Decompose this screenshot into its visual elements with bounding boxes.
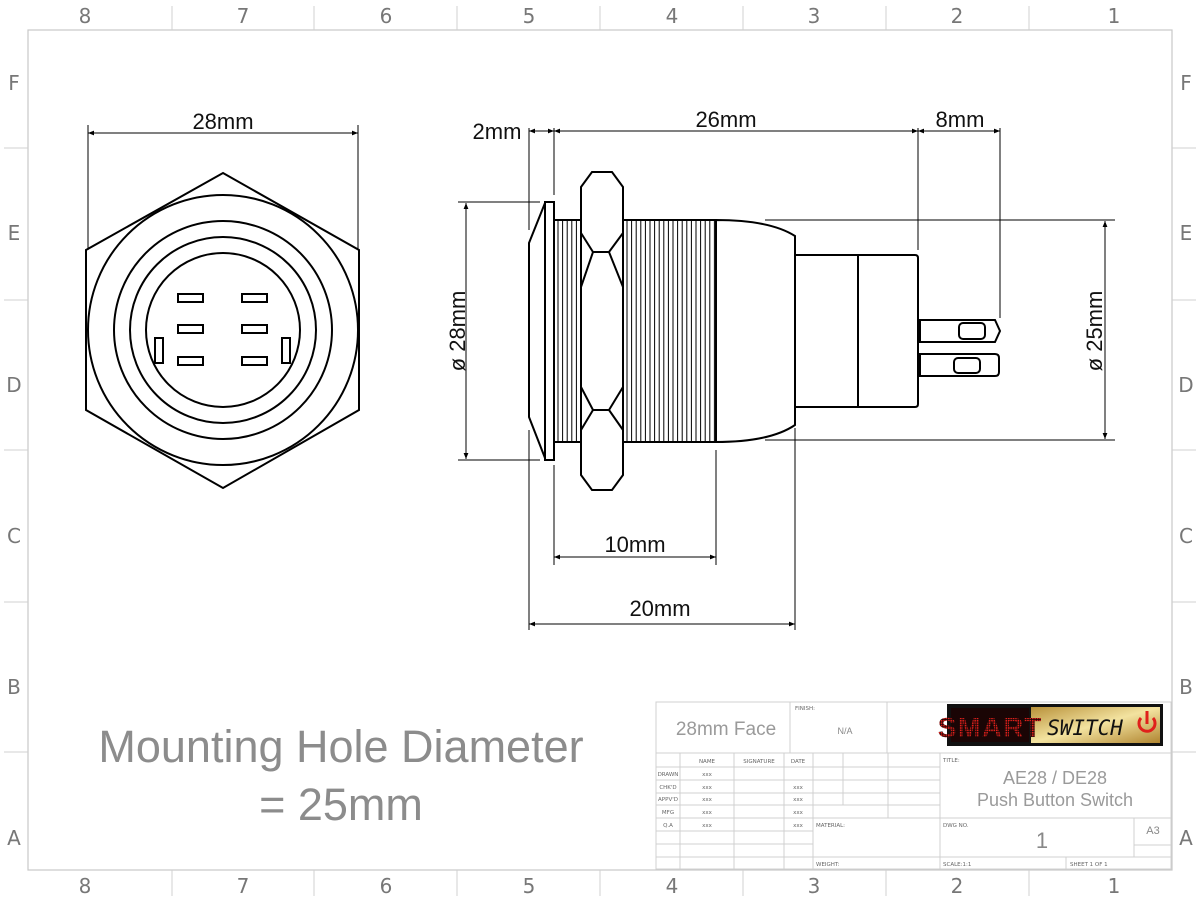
dimension-lines (463, 128, 1108, 627)
sheet-label: SHEET 1 OF 1 (1070, 862, 1108, 868)
sheet-size: A3 (1146, 825, 1159, 837)
zone-row: A (7, 826, 21, 850)
front-view: 28mm (85, 109, 360, 490)
zone-labels-right: F E D C B A (1178, 71, 1193, 850)
face-size: 28mm Face (676, 719, 776, 740)
dim-body-length: 26mm (695, 107, 756, 132)
row-role: Q.A (663, 823, 673, 829)
dim-bezel-diameter: ø 28mm (445, 291, 470, 372)
weight-label: WEIGHT: (816, 862, 840, 868)
dim-terminal-length: 8mm (936, 107, 985, 132)
zone-row: D (1178, 373, 1193, 397)
dim-thread-length: 10mm (604, 532, 665, 557)
power-icon (1137, 711, 1157, 733)
row-date: xxx (793, 810, 804, 816)
dim-overall-length: 20mm (629, 596, 690, 621)
switch-housing (794, 254, 919, 408)
row-name: xxx (702, 785, 713, 791)
zone-row: B (1179, 675, 1193, 699)
bezel-chamfer (528, 202, 546, 459)
row-role: CHK'D (659, 785, 676, 791)
side-view: 2mm 26mm 8mm ø 28mm ø 25mm 10mm 20mm (445, 107, 1115, 630)
row-role: APPV'D (658, 797, 678, 803)
logo-word-switch: SWITCH (1047, 716, 1123, 740)
button-face (145, 252, 301, 408)
mounting-nut (580, 171, 624, 491)
scale-label: SCALE:1:1 (943, 862, 971, 868)
nut-facets (580, 232, 624, 431)
drawing-title-line1: AE28 / DE28 (1003, 768, 1107, 788)
dim-body-diameter: ø 25mm (1082, 291, 1107, 372)
zone-col: 7 (237, 4, 250, 28)
title-block: 28mm Face FINISH: N/A NAME SIGNATURE DAT… (655, 701, 1172, 870)
dim-bezel-thickness: 2mm (473, 119, 522, 144)
material-label: MATERIAL: (816, 823, 845, 829)
zone-col: 8 (79, 874, 92, 898)
finish-label: FINISH: (795, 706, 815, 712)
zone-col: 2 (951, 4, 964, 28)
zone-row: D (6, 373, 21, 397)
zone-row: F (1180, 71, 1192, 95)
dwg-label: DWG NO. (943, 823, 969, 829)
header-signature: SIGNATURE (743, 759, 775, 765)
row-role: DRAWN (658, 772, 679, 778)
rear-cap (715, 218, 796, 444)
logo-word-smart: SMART (938, 712, 1043, 743)
row-role: MFG (662, 810, 674, 816)
zone-col: 1 (1108, 874, 1121, 898)
zone-col: 3 (808, 874, 821, 898)
zone-row: E (8, 221, 21, 245)
header-name: NAME (699, 759, 716, 765)
zone-col: 8 (79, 4, 92, 28)
dim-face-width: 28mm (192, 109, 253, 134)
thread-lines (557, 221, 715, 441)
zone-row: C (7, 524, 21, 548)
zone-col: 4 (666, 4, 679, 28)
zone-row: E (1180, 221, 1193, 245)
header-date: DATE (791, 759, 806, 765)
zone-col: 6 (380, 874, 393, 898)
zone-labels-bottom: 8 7 6 5 4 3 2 1 (79, 874, 1121, 898)
zone-row: C (1179, 524, 1193, 548)
zone-labels-top: 8 7 6 5 4 3 2 1 (79, 4, 1121, 28)
zone-col: 1 (1108, 4, 1121, 28)
zone-row: B (7, 675, 21, 699)
drawing-title-line2: Push Button Switch (977, 790, 1133, 810)
row-name: xxx (702, 810, 713, 816)
dwg-number: 1 (1036, 828, 1048, 853)
row-date: xxx (793, 823, 804, 829)
zone-col: 3 (808, 4, 821, 28)
finish-value: N/A (837, 726, 852, 736)
row-name: xxx (702, 823, 713, 829)
terminal-slot (953, 357, 981, 374)
drawing-frame: 8 7 6 5 4 3 2 1 8 7 6 5 4 3 2 1 F E D C … (4, 4, 1196, 898)
zone-col: 5 (523, 874, 536, 898)
row-date: xxx (793, 797, 804, 803)
zone-col: 7 (237, 874, 250, 898)
bezel-flange (544, 201, 555, 461)
zone-row: F (8, 71, 20, 95)
title-label: TITLE: (942, 758, 960, 764)
pin-slots (154, 293, 291, 366)
row-name: xxx (702, 772, 713, 778)
mounting-note-line2: = 25mm (259, 779, 423, 830)
zone-col: 6 (380, 4, 393, 28)
row-name: xxx (702, 797, 713, 803)
row-date: xxx (793, 785, 804, 791)
zone-col: 5 (523, 4, 536, 28)
terminal-slot (958, 322, 986, 340)
zone-col: 2 (951, 874, 964, 898)
zone-row: A (1179, 826, 1193, 850)
smart-switch-logo: SMART SWITCH (938, 704, 1163, 746)
mounting-note-line1: Mounting Hole Diameter (98, 721, 583, 772)
zone-labels-left: F E D C B A (6, 71, 21, 850)
zone-col: 4 (666, 874, 679, 898)
